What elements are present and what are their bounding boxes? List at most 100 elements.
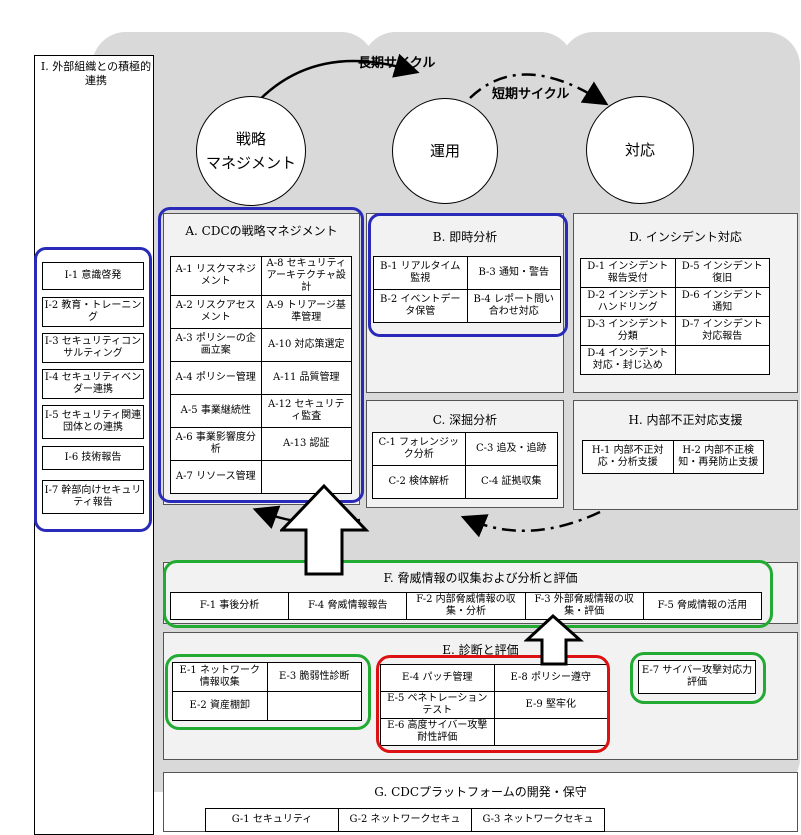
panel-d-title: D. インシデント対応 <box>629 230 742 244</box>
panel-h-title: H. 内部不正対応支援 <box>628 413 743 427</box>
a-item-cell: A-9 トリアージ基準管理 <box>260 295 352 329</box>
external-item: I-2 教育・トレーニング <box>42 297 144 327</box>
panel-e-right-highlight <box>630 652 766 704</box>
external-item: I-1 意識啓発 <box>42 262 144 290</box>
external-item: I-5 セキュリティ関連団体との連携 <box>42 405 144 439</box>
a-item-cell: A-3 ポリシーの企画立案 <box>170 328 262 362</box>
return-arrow <box>460 510 601 538</box>
panel-a-title: A. CDCの戦略マネジメント <box>185 224 338 238</box>
e-mid-item-cell: E-6 高度サイバー攻撃耐性評価 <box>380 718 495 746</box>
g-item-cell: G-1 セキュリティ <box>205 808 339 832</box>
panel-c-title: C. 深掘分析 <box>432 413 498 427</box>
panel-e-title: E. 診断と評価 <box>442 643 519 657</box>
short-cycle-arrow <box>469 73 609 106</box>
panel-e-right-table: E-7 サイバー攻撃対応力評価 <box>638 660 756 694</box>
external-highlight <box>34 247 152 532</box>
d-item-cell: D-4 インシデント対応・封じ込め <box>580 345 676 375</box>
a-item-row: A-7 リソース管理 <box>170 460 352 494</box>
h-item-cell: H-1 内部不正対応・分析支援 <box>582 440 674 474</box>
e7-cell: E-7 サイバー攻撃対応力評価 <box>638 660 756 694</box>
up-arrow-small <box>524 614 584 666</box>
a-item-cell: A-1 リスクマネジメント <box>170 256 262 296</box>
d-item-cell: D-7 インシデント対応報告 <box>674 316 770 346</box>
long-cycle-label: 長期サイクル <box>358 56 436 71</box>
short-cycle-label: 短期サイクル <box>492 87 570 102</box>
panel-e-mid-highlight <box>376 655 610 753</box>
a-item-cell <box>260 460 352 494</box>
up-arrow-large <box>280 484 370 576</box>
e-mid-item-row: E-6 高度サイバー攻撃耐性評価 <box>380 718 608 746</box>
a-item-cell: A-5 事業継続性 <box>170 394 262 428</box>
d-item-cell: D-3 インシデント分類 <box>580 316 676 346</box>
a-item-cell: A-6 事業影響度分析 <box>170 427 262 461</box>
f-item-cell: F-3 外部脅威情報の収集・評価 <box>524 592 644 620</box>
a-item-cell: A-7 リソース管理 <box>170 460 262 494</box>
external-panel <box>34 55 154 835</box>
f-item-cell: F-4 脅威情報報告 <box>288 592 408 620</box>
external-item: I-7 幹部向けセキュリティ報告 <box>42 480 144 514</box>
e-left-item-row: E-2 資産棚卸 <box>172 691 362 721</box>
e-left-item-cell: E-3 脆弱性診断 <box>266 662 362 692</box>
external-item: I-4 セキュリティベンダー連携 <box>42 369 144 399</box>
panel-g-title: G. CDCプラットフォームの開発・保守 <box>374 785 587 799</box>
e-mid-item-cell: E-5 ペネトレーションテスト <box>380 691 495 719</box>
e-mid-item-cell: E-9 堅牢化 <box>493 691 608 719</box>
c-item-cell: C-3 追及・追跡 <box>464 432 558 466</box>
d-item-cell <box>674 345 770 375</box>
d-item-cell: D-5 インシデント復旧 <box>674 258 770 288</box>
external-item: I-3 セキュリティコンサルティング <box>42 333 144 363</box>
panel-f-title: F. 脅威情報の収集および分析と評価 <box>383 571 578 585</box>
d-item-row: D-4 インシデント対応・封じ込め <box>580 345 770 375</box>
panel-e-left-highlight <box>165 654 371 730</box>
h-item-cell: H-2 内部不正検知・再発防止支援 <box>672 440 764 474</box>
response-circle: 対応 <box>586 96 694 204</box>
f-item-cell: F-2 内部脅威情報の収集・分析 <box>406 592 526 620</box>
e-left-item-cell: E-2 資産棚卸 <box>172 691 268 721</box>
strategy-line-2: マネジメント <box>205 154 296 172</box>
strategy-circle: 戦略マネジメント <box>196 96 306 206</box>
panel-f-highlight <box>163 560 773 628</box>
long-cycle-arrow <box>249 53 420 111</box>
operation-label: 運用 <box>429 142 460 160</box>
d-item-cell: D-1 インシデント報告受付 <box>580 258 676 288</box>
external-item: I-6 技術報告 <box>42 446 144 470</box>
d-item-cell: D-6 インシデント通知 <box>674 287 770 317</box>
c-item-cell: C-2 検体解析 <box>372 465 466 499</box>
b-item-cell: B-2 イベントデータ保管 <box>373 289 468 323</box>
panel-a-highlight <box>158 207 364 503</box>
b-item-cell: B-4 レポート問い合わせ対応 <box>466 289 561 323</box>
a-item-cell: A-2 リスクアセスメント <box>170 295 262 329</box>
e-left-item-cell <box>266 691 362 721</box>
panel-b-title: B. 即時分析 <box>432 230 498 244</box>
external-title: I. 外部組織との積極的連携 <box>40 60 152 87</box>
c-item-cell: C-1 フォレンジック分析 <box>372 432 466 466</box>
panel-b-highlight <box>368 213 568 337</box>
response-label: 対応 <box>624 141 655 159</box>
g-item-cell: G-3 ネットワークセキュ <box>471 808 605 832</box>
d-item-cell: D-2 インシデントハンドリング <box>580 287 676 317</box>
a-item-cell: A-8 セキュリティアーキテクチャ設計 <box>260 256 352 296</box>
